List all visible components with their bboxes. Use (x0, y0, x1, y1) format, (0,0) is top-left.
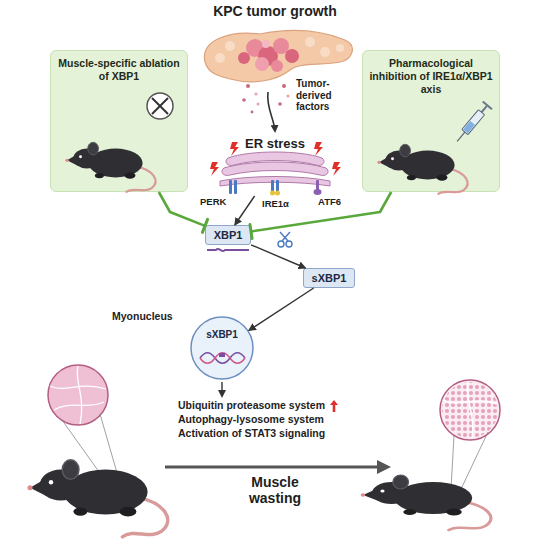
flow-arrow (235, 196, 255, 225)
tumor-nodule (273, 38, 289, 54)
outcome-label: Activation of STAT3 signaling (178, 427, 325, 439)
factor-dot (286, 94, 289, 97)
atf6-receptor (316, 180, 319, 190)
pancreas-lobule (225, 41, 235, 51)
outcome-label: Autophagy-lysosome system (178, 413, 324, 425)
tumor-factor-dots (242, 84, 289, 113)
er-membrane (222, 162, 328, 175)
cachectic-mouse (361, 475, 491, 530)
healthy-muscle-section (48, 365, 126, 504)
factor-dot (278, 102, 282, 106)
pancreas-lobule (320, 47, 330, 57)
node-label: Muscle-specific ablation of XBP1 (51, 51, 187, 83)
tumor-nodule (238, 52, 250, 64)
scissors-blade (282, 232, 290, 241)
pancreas-lobule (305, 37, 315, 47)
leader-line (453, 432, 488, 506)
ire1-receptor (271, 180, 274, 192)
ire1-domain (275, 191, 280, 196)
factor-dot (242, 98, 246, 102)
intervention-box: Muscle-specific ablation of XBP1 (50, 50, 188, 192)
gene-box: XBP1 (205, 225, 251, 245)
muscle-cross-section (440, 380, 500, 440)
myonucleus-circle: MyonucleussXBP1 (190, 316, 254, 380)
stress-bolt (332, 162, 341, 176)
sensor-label: ATF6 (318, 196, 341, 207)
tumor-nodule (246, 39, 264, 57)
pancreas-lobule (215, 53, 225, 63)
node-label: XBP1 (206, 226, 250, 244)
inhibition-bar (250, 225, 252, 239)
atrophic-fibers (442, 382, 498, 438)
sensor-label: PERK (200, 196, 226, 207)
nucleus-outline-layer (190, 316, 254, 380)
node-label: Pharmacological inhibition of IRE1α/XBP1… (363, 51, 499, 96)
inhibition-line (159, 192, 205, 226)
atf6-domain (314, 189, 322, 195)
diagram-title: KPC tumor growth (0, 3, 550, 19)
perk-receptor (229, 180, 232, 194)
intervention-box: Pharmacological inhibition of IRE1α/XBP1… (362, 50, 500, 192)
gene-box: sXBP1 (303, 268, 355, 288)
mrna-strand (207, 249, 249, 251)
stress-bolt (314, 142, 323, 156)
wasting-arrow (165, 466, 385, 469)
outcome-title: Muscle wasting (232, 474, 318, 506)
pancreas-lobule (336, 44, 344, 52)
tumor-nodule (285, 49, 299, 63)
fascicle-line (54, 402, 104, 410)
factor-dot (257, 103, 260, 106)
outcome-arrow (221, 382, 222, 396)
er-stress-node: ER stress (210, 136, 340, 196)
fascicle-line (77, 366, 82, 424)
factor-label: Tumor-derived factors (296, 78, 348, 113)
tumor-nodule (262, 40, 270, 48)
er-membrane (226, 152, 324, 165)
muscle-cross-section (48, 365, 108, 425)
tumor-nodule (271, 60, 283, 72)
sensor-label: IRE1α (262, 198, 289, 209)
node-label: ER stress (210, 136, 340, 151)
factor-dot (246, 84, 250, 88)
tumor-nodule (258, 46, 278, 66)
nucleus-outline (191, 317, 253, 379)
factor-dot (251, 111, 254, 114)
inhibition-bar (202, 219, 207, 232)
factor-dot (282, 84, 286, 88)
outcome-label: Ubiquitin proteasome system (178, 399, 325, 411)
ire1-receptor (276, 180, 279, 192)
tumor-nodule (255, 57, 269, 71)
flow-arrow (249, 288, 314, 331)
node-label: sXBP1 (304, 269, 354, 287)
pancreas-illustration (204, 31, 352, 82)
fascicle-line (50, 386, 106, 389)
factor-dot (254, 92, 257, 95)
scissors-blade (280, 232, 288, 241)
node-sublabel: sXBP1 (190, 329, 254, 340)
wasted-muscle-section (440, 380, 500, 506)
scissors-handle (278, 241, 284, 247)
fascicle-line (467, 382, 473, 438)
pancreas-shape (204, 31, 352, 82)
increase-arrow-layer (329, 399, 339, 413)
increase-arrow (330, 400, 338, 412)
scissors-icon (278, 232, 292, 247)
control-mouse (27, 460, 167, 537)
stress-bolt (210, 162, 219, 176)
node-label: Myonucleus (112, 310, 173, 322)
leader-line (62, 420, 122, 504)
flow-arrow (251, 245, 306, 268)
inhibition-line (251, 192, 391, 232)
scissors-handle (286, 241, 292, 247)
leader-line (100, 414, 126, 504)
fascicle-line (443, 400, 497, 404)
secretion-arrow (268, 92, 275, 131)
perk-receptor (234, 180, 237, 194)
er-membrane (220, 177, 330, 187)
ire1-domain (270, 191, 275, 196)
stress-bolt (230, 142, 239, 156)
leader-line (450, 436, 454, 506)
